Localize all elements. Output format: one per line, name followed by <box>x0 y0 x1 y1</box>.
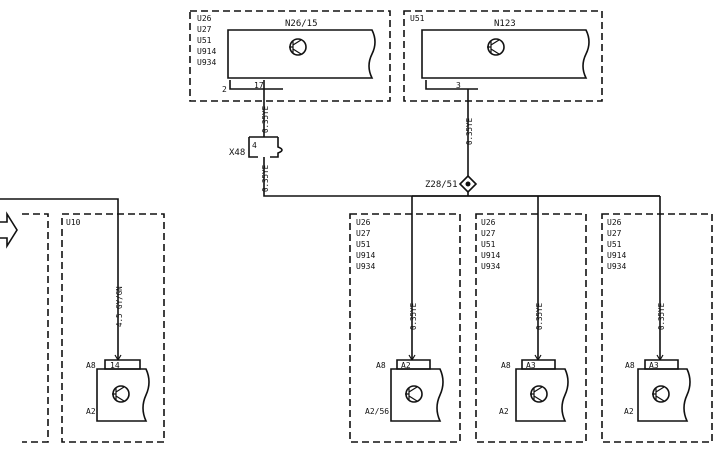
pin-label: 17 <box>254 81 264 90</box>
connector-label: A8 <box>376 361 386 370</box>
module-bottom-1-border <box>349 213 461 443</box>
code-label: U27 <box>481 229 496 238</box>
component-body <box>515 368 569 422</box>
module-bottom-1: U26 U27 U51 U914 U934 0.35YE A8 A2 A2/56 <box>349 196 461 443</box>
component-body <box>421 29 590 79</box>
code-label: U51 <box>410 14 425 23</box>
splice-dot <box>465 181 471 187</box>
code-label: U51 <box>197 36 212 45</box>
code-label: U934 <box>197 58 216 67</box>
wire-label: 0.35YE <box>261 164 270 192</box>
pin-bracket <box>229 80 283 90</box>
transistor-icon <box>289 38 307 56</box>
component-body <box>390 368 444 422</box>
arrow-icon <box>0 211 18 249</box>
code-label: U26 <box>481 218 496 227</box>
pin-label: 14 <box>110 361 120 370</box>
component-label: N123 <box>494 19 516 29</box>
component-label: N26/15 <box>285 19 318 29</box>
splice-z28-51: Z28/51 <box>412 174 660 197</box>
component-body <box>96 368 150 422</box>
pin-label: 2 <box>222 85 227 94</box>
wire-label: 0.35YE <box>409 302 418 330</box>
component-label: A2 <box>86 407 96 416</box>
wire-label: 0.35YE <box>261 105 270 133</box>
module-u10: U10 4.5 GY/GN A8 14 A2 <box>61 213 165 443</box>
module-bottom-3-border <box>601 213 713 443</box>
left-offpage-arrow <box>0 198 119 443</box>
module-n123: U51 N123 3 <box>403 10 603 102</box>
pin-label: A3 <box>649 361 659 370</box>
code-label: U10 <box>66 218 81 227</box>
code-label: U51 <box>481 240 496 249</box>
wire-left <box>0 198 119 360</box>
component-body <box>637 368 691 422</box>
code-label: U914 <box>607 251 626 260</box>
connector-label: X48 <box>229 148 245 158</box>
code-label: U914 <box>481 251 500 260</box>
connector-label: A8 <box>501 361 511 370</box>
connector-label: A8 <box>86 361 96 370</box>
wire-label: 0.35YE <box>465 117 474 145</box>
arrow-icon <box>408 354 416 361</box>
pin-label: A3 <box>526 361 536 370</box>
module-bottom-2: U26 U27 U51 U914 U934 0.35YE A8 A3 A2 <box>475 196 587 443</box>
splice-label: Z28/51 <box>425 180 458 190</box>
pin-label: A2 <box>401 361 411 370</box>
arrow-icon <box>656 354 664 361</box>
code-label: U914 <box>197 47 216 56</box>
transistor-icon <box>487 38 505 56</box>
module-n26-15: U26 U27 U51 U914 U934 N26/15 17 2 <box>189 10 391 102</box>
left-partial-border <box>22 213 49 443</box>
wire-label: 0.35YE <box>657 302 666 330</box>
component-label: A2 <box>624 407 634 416</box>
module-bottom-2-border <box>475 213 587 443</box>
pin-bracket <box>425 80 478 90</box>
wire-label: 0.35YE <box>535 302 544 330</box>
component-body <box>227 29 376 79</box>
code-label: U26 <box>356 218 371 227</box>
code-label: U51 <box>356 240 371 249</box>
transistor-icon <box>112 385 130 403</box>
code-label: U26 <box>197 14 212 23</box>
code-label: U27 <box>356 229 371 238</box>
pin-label: 3 <box>456 81 461 90</box>
connector-x48-body <box>248 136 283 158</box>
connector-label: A8 <box>625 361 635 370</box>
code-label: U934 <box>607 262 626 271</box>
code-label: U914 <box>356 251 375 260</box>
connector-pin: 4 <box>252 141 257 150</box>
code-label: U934 <box>356 262 375 271</box>
code-label: U934 <box>481 262 500 271</box>
code-label: U27 <box>607 229 622 238</box>
module-n26-15-border <box>189 10 391 102</box>
arrow-icon <box>534 354 542 361</box>
code-label: U51 <box>607 240 622 249</box>
code-label: U26 <box>607 218 622 227</box>
transistor-icon <box>530 385 548 403</box>
code-label: U27 <box>197 25 212 34</box>
module-n123-border <box>403 10 603 102</box>
splice-bus <box>412 192 660 197</box>
component-label: A2/56 <box>365 407 389 416</box>
module-bottom-3: U26 U27 U51 U914 U934 0.35YE A8 A3 A2 <box>601 196 713 443</box>
transistor-icon <box>652 385 670 403</box>
connector-x48: 4 X48 <box>229 136 283 158</box>
module-u10-border <box>61 213 165 443</box>
wire-x48-bus <box>263 157 660 197</box>
transistor-icon <box>405 385 423 403</box>
component-label: A2 <box>499 407 509 416</box>
wire-label: 4.5 GY/GN <box>115 286 124 327</box>
arrow-icon <box>114 354 122 361</box>
